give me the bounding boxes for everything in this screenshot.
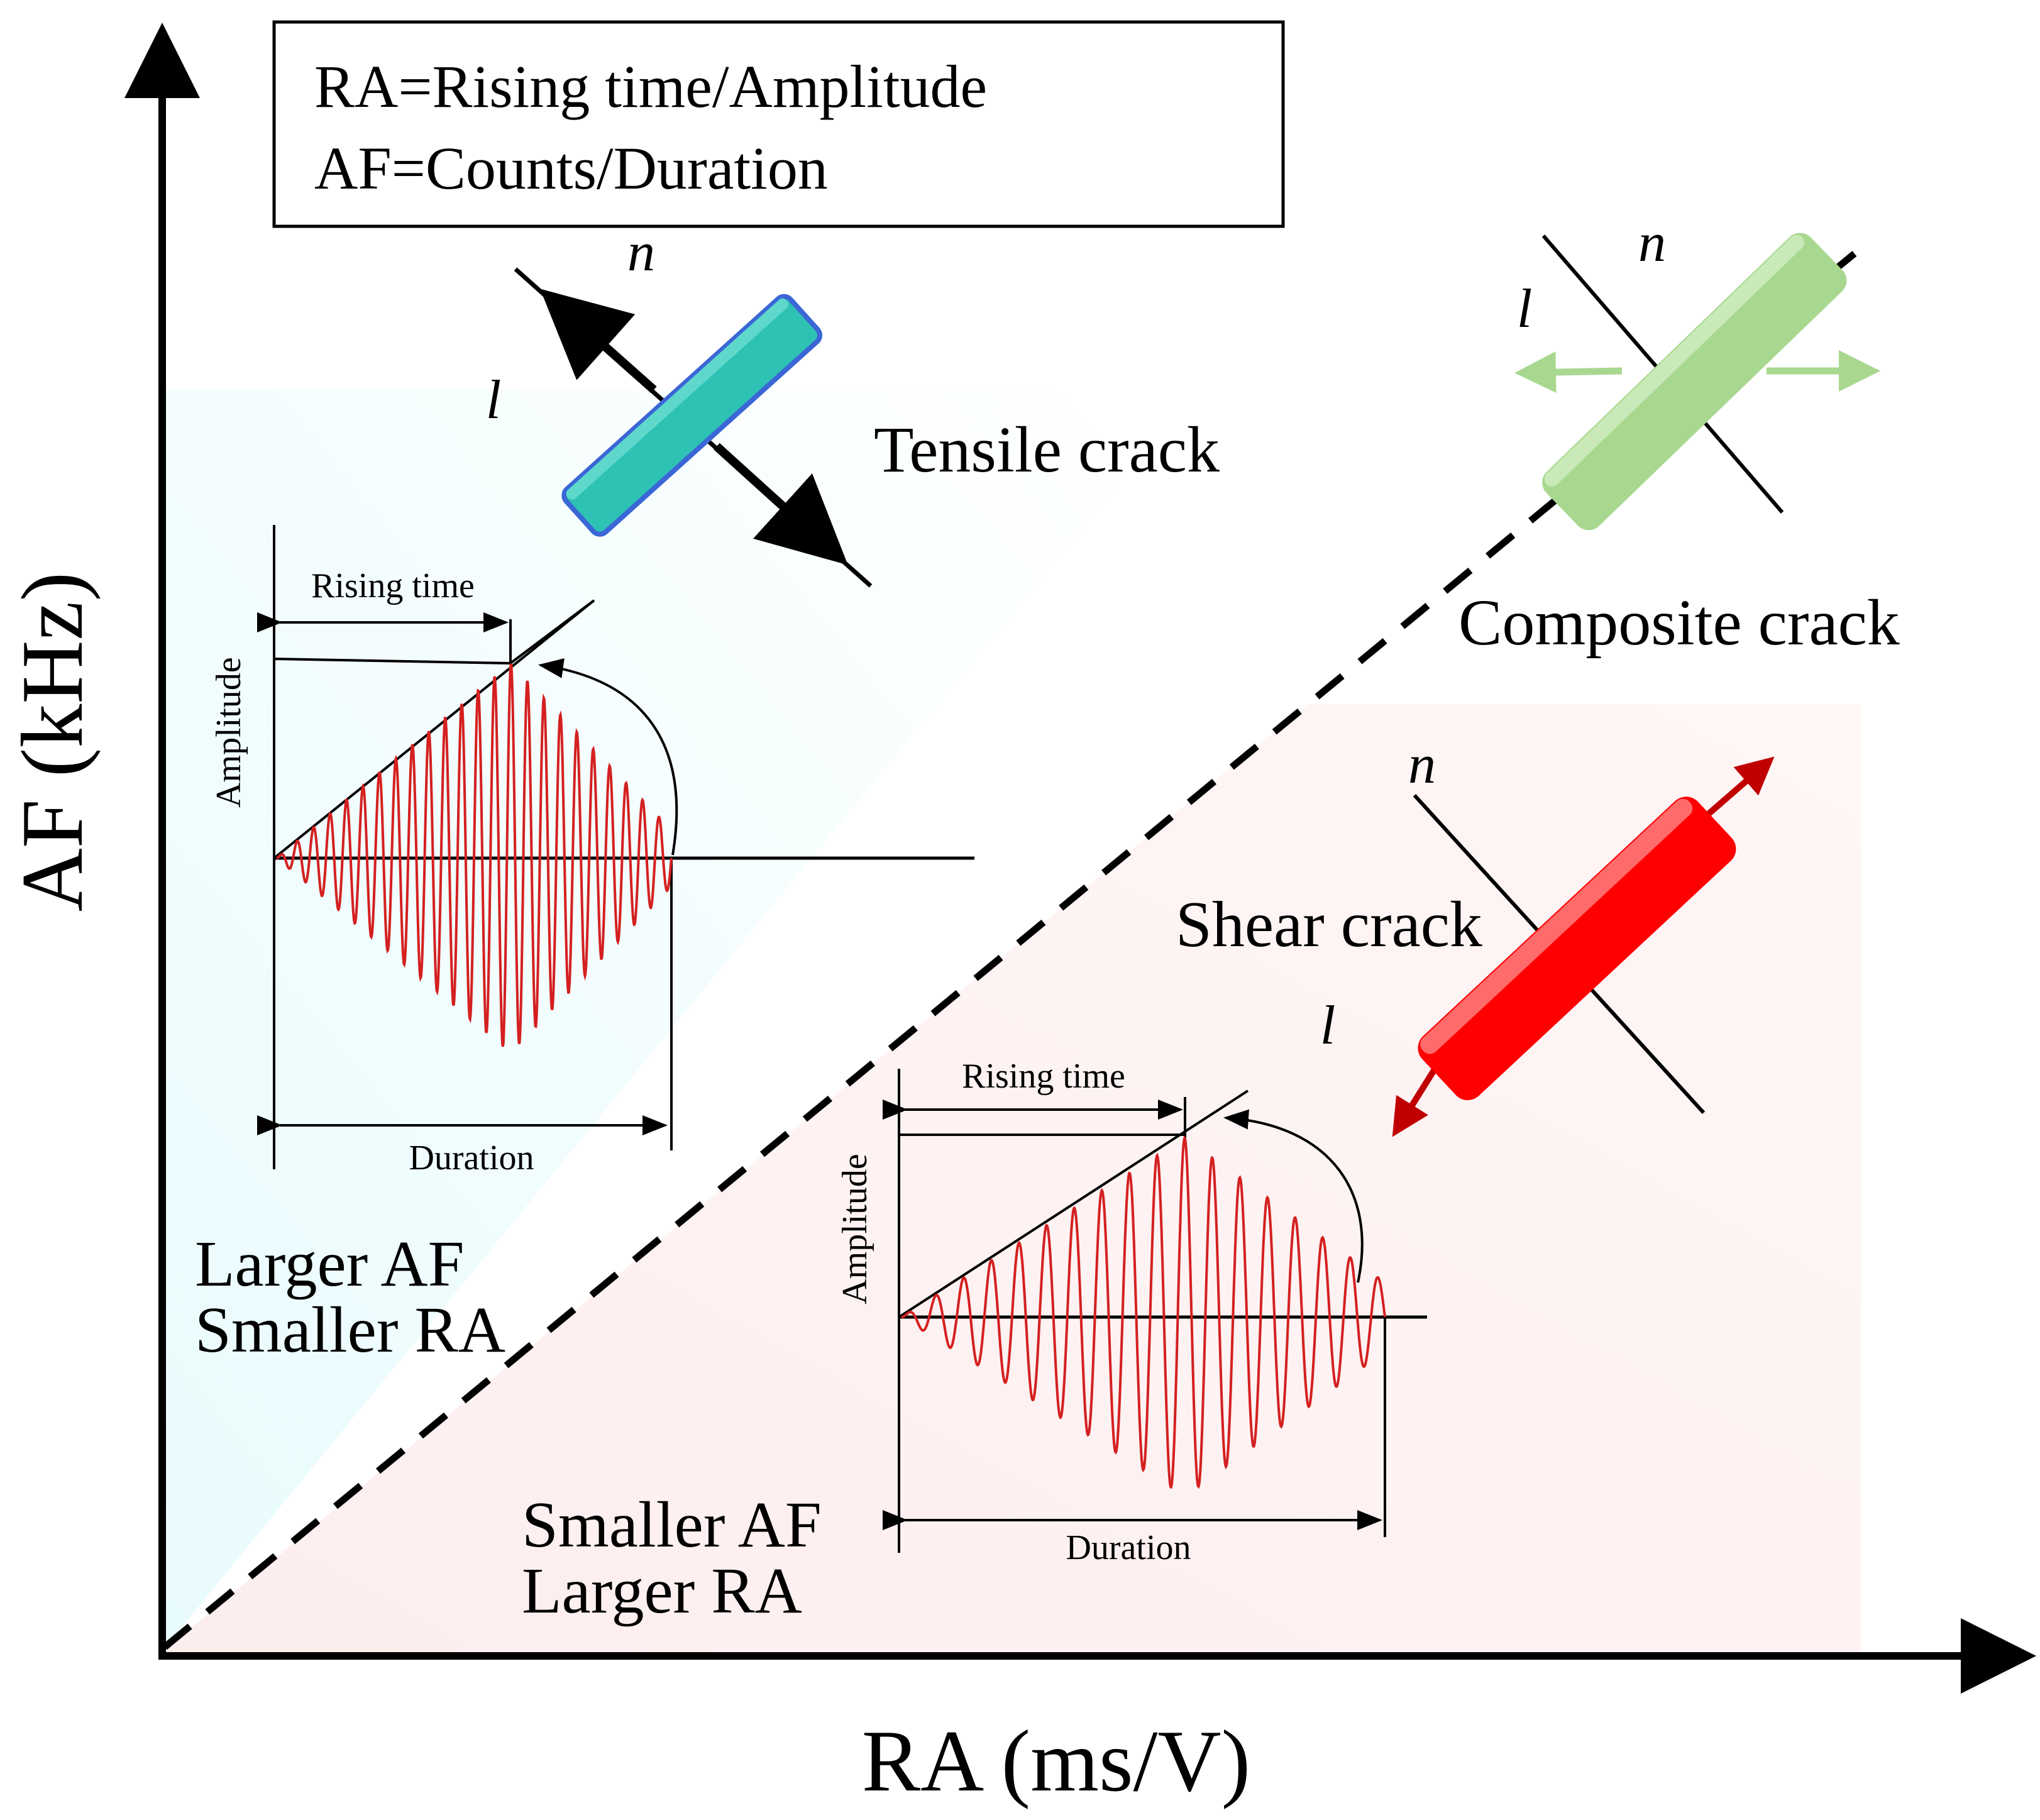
shear-signal <box>901 1135 1386 1489</box>
upper-left-region <box>160 390 1194 1653</box>
tensile-crack-body <box>561 294 823 537</box>
upper-region-line2: Smaller RA <box>195 1294 505 1366</box>
composite-crack-body <box>1542 233 1847 531</box>
shear-waveform-panel: Rising time Duration Amplitude <box>835 1057 1427 1567</box>
tensile-normal-label: n <box>627 222 655 283</box>
composite-crack-label: Composite crack <box>1458 587 1900 659</box>
tensile-waveform-panel: Rising time Duration Amplitude <box>209 525 974 1177</box>
shear-crack-illustration: n l <box>1320 734 1775 1137</box>
tensile-crack-illustration: n l <box>486 222 873 588</box>
shear-crack-body <box>1418 797 1736 1101</box>
definition-ra: RA=Rising time/Amplitude <box>314 53 987 120</box>
shear-duration-label: Duration <box>1066 1528 1191 1567</box>
composite-crack-illustration: n l <box>1514 212 1880 531</box>
composite-tangent-label: l <box>1517 279 1532 339</box>
tensile-amplitude-label: Amplitude <box>209 657 248 808</box>
y-axis-label: AF (kHz) <box>4 572 101 912</box>
lower-region-line2: Larger RA <box>522 1555 802 1627</box>
tensile-crack-label: Tensile crack <box>874 414 1220 486</box>
tensile-tangent-label: l <box>486 370 501 431</box>
definition-af: AF=Counts/Duration <box>314 135 828 202</box>
lower-region-line1: Smaller AF <box>522 1489 822 1561</box>
shear-amplitude-label: Amplitude <box>835 1154 874 1304</box>
shear-normal-label: n <box>1408 734 1436 795</box>
shear-tangent-label: l <box>1320 995 1335 1056</box>
x-axis-label: RA (ms/V) <box>862 1712 1250 1810</box>
shear-rising-time-label: Rising time <box>962 1057 1125 1096</box>
tensile-signal <box>276 663 673 1047</box>
shear-crack-label: Shear crack <box>1176 888 1482 961</box>
tensile-duration-label: Duration <box>409 1139 534 1177</box>
upper-region-line1: Larger AF <box>195 1228 464 1300</box>
tensile-rising-time-label: Rising time <box>311 566 475 605</box>
composite-normal-label: n <box>1638 212 1666 273</box>
definitions-box <box>272 20 1285 228</box>
lower-right-region <box>160 704 1861 1653</box>
